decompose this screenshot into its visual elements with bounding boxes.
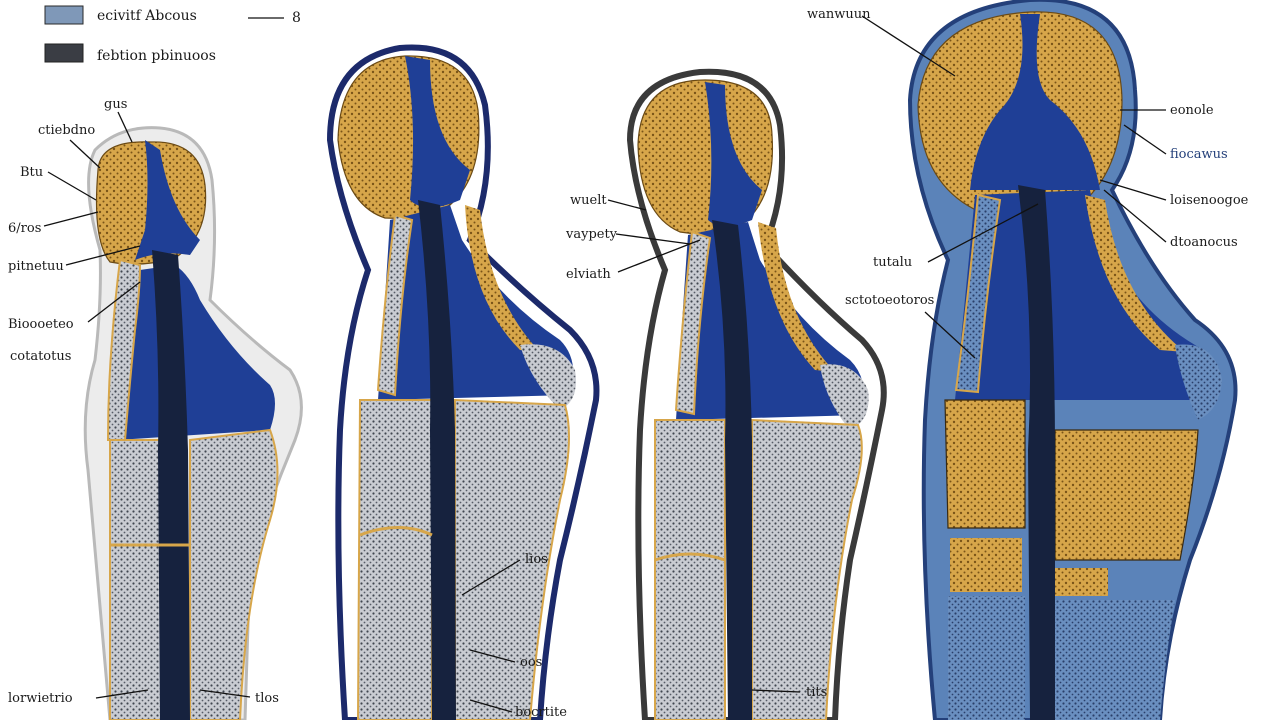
- figure-1-core: [152, 250, 190, 720]
- figure-1-lower-right: [189, 428, 279, 720]
- figure-4-block-right-lower: [1055, 600, 1175, 720]
- figure-3-label-2: vaypety: [565, 227, 618, 242]
- figure-2-knob: [520, 344, 576, 410]
- figure-4-label-top: wanwuun: [807, 7, 871, 22]
- figure-4-core: [1018, 185, 1055, 720]
- figure-4-upper-blue: [970, 14, 1100, 190]
- figure-1-label-bottom-left: lorwietrio: [8, 691, 73, 706]
- figure-2-label-bottom: bocrtite: [515, 705, 567, 720]
- figure-4-left-sheath: [954, 193, 1002, 394]
- figure-1-label-4: pitnetuu: [8, 259, 64, 274]
- figure-1: gus ctiebdno Btu 6/ros pitnetuu Bioooete…: [8, 97, 303, 720]
- figure-4-block-right-upper: [1054, 429, 1199, 561]
- figure-1-upper-blue: [135, 140, 200, 260]
- figure-2-label-right2: oos: [520, 655, 542, 670]
- figure-4: wanwuun eonole fiocawus loisenoogoe dtoa…: [807, 0, 1249, 720]
- figure-1-label-bottom-right: tlos: [255, 691, 279, 706]
- figure-2-left-sheath: [376, 213, 414, 397]
- figure-4-blue-body: [955, 190, 1213, 400]
- legend-swatch-1: [44, 5, 84, 25]
- figure-1-label-3: 6/ros: [8, 221, 41, 236]
- figure-1-label-6: cotatotus: [10, 349, 71, 364]
- figure-2-upper-blue: [405, 56, 470, 208]
- figure-4-knob: [1175, 344, 1222, 420]
- figure-2-core: [418, 200, 456, 720]
- figure-3-left-sheath: [674, 230, 712, 416]
- figure-2-label-right1: lios: [525, 552, 548, 567]
- figure-4-block-left-mid: [950, 538, 1022, 592]
- figure-2: lios oos bocrtite: [326, 44, 600, 720]
- figure-4-label-r4: dtoanocus: [1170, 235, 1238, 250]
- figure-3-lower-right: [751, 418, 863, 720]
- figure-1-label-top: gus: [104, 97, 127, 112]
- figure-1-label-5: Bioooeteo: [8, 317, 74, 332]
- legend-label-1: ecivitf Abcous: [97, 8, 197, 24]
- legend: ecivitf Abcous febtion pbinuoos 8: [44, 5, 301, 64]
- figure-1-label-2: Btu: [20, 165, 43, 180]
- figure-4-label-m2: sctotoeotoros: [845, 293, 934, 308]
- figure-4-block-right-mid: [1055, 568, 1108, 596]
- figure-2-lower-left: [356, 399, 433, 720]
- figure-2-lower-right: [454, 398, 570, 720]
- figure-1-label-1: ctiebdno: [38, 123, 95, 138]
- figure-3-label-3: elviath: [566, 267, 611, 282]
- legend-swatch-2: [44, 43, 84, 63]
- figure-4-block-left-upper: [944, 399, 1026, 529]
- legend-marker: 8: [292, 10, 301, 26]
- figure-4-label-m1: tutalu: [873, 255, 912, 270]
- legend-label-2: febtion pbinuoos: [97, 48, 216, 64]
- figure-3-core: [712, 220, 752, 720]
- figure-4-block-left-lower: [948, 596, 1025, 720]
- figure-4-label-r2: fiocawus: [1170, 147, 1228, 162]
- figure-4-label-r3: loisenoogoe: [1170, 193, 1249, 208]
- figure-3-label-1: wuelt: [570, 193, 607, 208]
- figure-4-label-r1: eonole: [1170, 103, 1214, 118]
- figure-1-lower-left: [109, 439, 166, 720]
- figure-3-lower-left: [654, 419, 726, 720]
- figure-2-right-strip: [465, 205, 540, 352]
- figure-3-upper-blue: [705, 82, 762, 226]
- figure-3-label-bottom: tits: [806, 685, 827, 700]
- figure-3-knob: [820, 364, 869, 430]
- figure-3-right-strip: [758, 222, 835, 372]
- figure-4-right-strip: [1085, 195, 1185, 352]
- figure-3: wuelt vaypety elviath tits: [565, 68, 887, 720]
